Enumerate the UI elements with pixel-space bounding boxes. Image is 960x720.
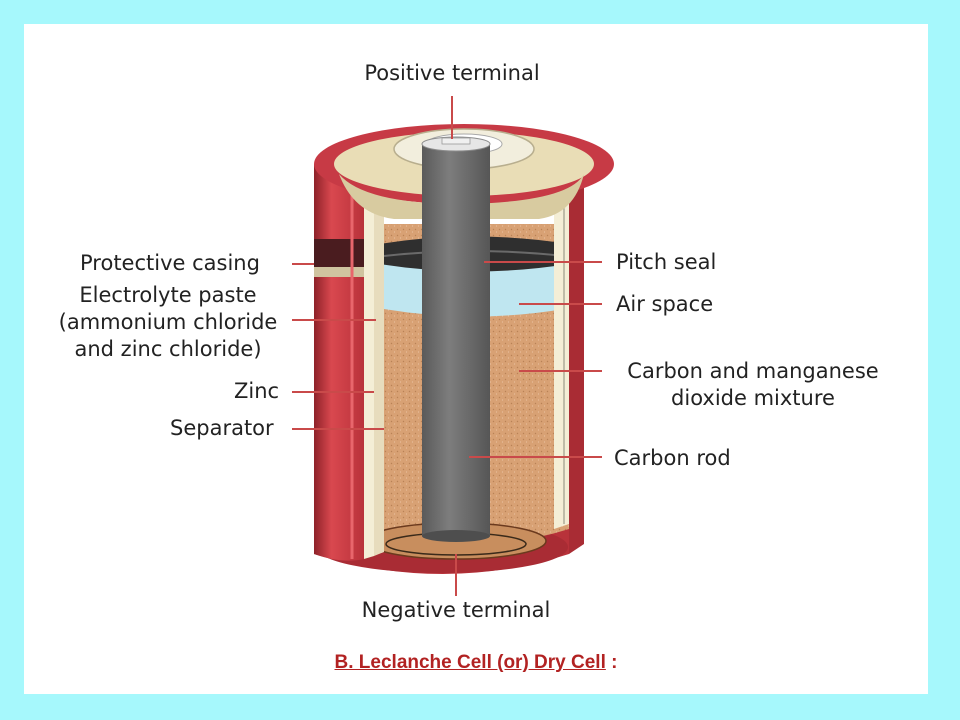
caption: B. Leclanche Cell (or) Dry Cell :: [24, 652, 928, 674]
label-zinc: Zinc: [234, 379, 280, 403]
label-separator: Separator: [170, 416, 274, 440]
label-negative-terminal: Negative terminal: [361, 598, 551, 622]
leader-lines: [292, 96, 602, 596]
label-protective-casing: Protective casing: [80, 251, 260, 275]
caption-title: B. Leclanche Cell (or) Dry Cell: [334, 652, 606, 673]
caption-suffix: :: [605, 652, 618, 673]
label-carbon-rod: Carbon rod: [614, 446, 731, 470]
label-positive-terminal: Positive terminal: [364, 61, 540, 85]
label-electrolyte-paste: Electrolyte paste (ammonium chloride and…: [58, 283, 278, 361]
carbon-rod: [421, 136, 491, 542]
label-carbon-manganese-mixture: Carbon and manganese dioxide mixture: [627, 359, 879, 410]
dry-cell-diagram: [292, 96, 614, 596]
casing-right-wall: [554, 169, 584, 554]
label-pitch-seal: Pitch seal: [616, 250, 717, 274]
protective-casing: [314, 164, 384, 561]
diagram-panel: Positive terminal Protective casing Elec…: [24, 24, 928, 694]
label-air-space: Air space: [616, 292, 714, 316]
